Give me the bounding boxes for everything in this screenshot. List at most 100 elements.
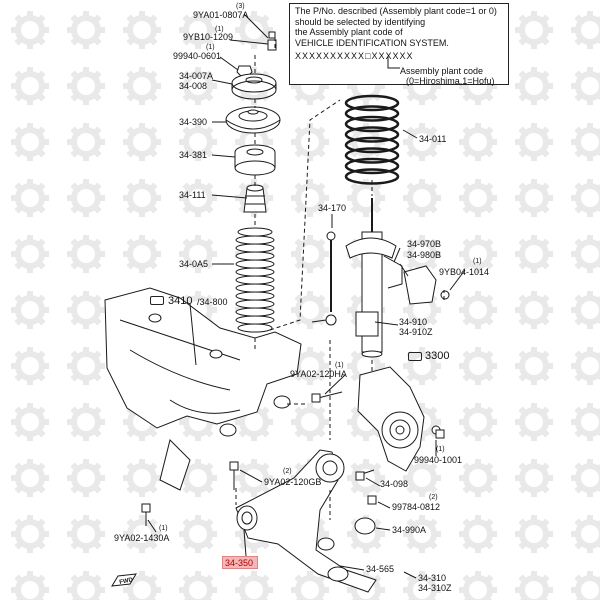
watermark-gear-icon [11,235,49,273]
dust-boot-drawing [235,227,275,333]
knuckle-drawing [357,366,441,472]
qty-mark: (1) [473,258,482,265]
part-label-34-910[interactable]: 34-910 [399,317,428,327]
part-label-34-011[interactable]: 34-011 [419,134,447,144]
watermark-gear-icon [179,67,217,105]
watermark-gear-icon [459,459,497,497]
part-label-99784-0812[interactable]: 99784-0812 [392,502,441,512]
watermark-gear-icon [11,571,49,600]
part-label-34-381[interactable]: 34-381 [179,150,208,160]
part-label-9ya02-120ha[interactable]: 9YA02-120HA [290,369,347,379]
assembly-lines [235,35,445,520]
watermark-gear-icon [11,11,49,49]
leader-lines [147,13,466,579]
watermark-gear-icon [11,459,49,497]
bump-stop-drawing [243,184,267,213]
watermark-gear-icon [179,179,217,217]
watermark-gear-icon [67,11,105,49]
watermark-gear-icon [11,515,49,553]
part-label-9yb10-1209[interactable]: 9YB10-1209 [183,32,234,42]
watermark-gear-icon [179,235,217,273]
part-label-34-800[interactable]: /34-800 [197,297,228,307]
part-label-34-007a[interactable]: 34-007A [179,71,214,81]
watermark-gear-icon [571,459,600,497]
highlighted-part-34-350[interactable]: 34-350 [222,556,258,569]
watermark-gear-icon [11,347,49,385]
upper-mount-drawing [231,73,277,100]
group-label-3300[interactable]: 3300 [425,350,450,362]
part-label-34-910z[interactable]: 34-910Z [399,327,433,337]
watermark-gear-icon [515,515,553,553]
watermark-gear-icon [123,179,161,217]
qty-mark: (1) [206,44,215,51]
watermark-gear-icon [571,403,600,441]
part-label-34-310[interactable]: 34-310 [418,573,447,583]
watermark-gear-icon [11,123,49,161]
watermark-gear-icon [571,235,600,273]
watermark-gear-icon [403,515,441,553]
bracket-drawing [403,265,450,305]
part-label-34-390[interactable]: 34-390 [179,117,208,127]
part-label-9yb04-1014[interactable]: 9YB04-1014 [439,267,490,277]
fwd-label: FWD [119,577,134,586]
watermark-gear-icon [291,235,329,273]
watermark-gear-icon [67,347,105,385]
watermark-gear-icon [67,179,105,217]
part-label-9ya02-1430a[interactable]: 9YA02-1430A [114,533,170,543]
watermark-gear-icon [291,123,329,161]
watermark-gear-icon [67,235,105,273]
part-label-34-008[interactable]: 34-008 [179,81,208,91]
watermark-gear-icon [11,179,49,217]
part-label-34-098[interactable]: 34-098 [380,479,409,489]
watermark-gear-icon [67,123,105,161]
part-label-99940-0601[interactable]: 99940-0601 [173,51,222,61]
watermark-gear-icon [67,291,105,329]
watermark-gear-icon [123,571,161,600]
boot-fold [237,323,273,333]
part-label-34-980b[interactable]: 34-980B [407,250,442,260]
group-ref-icon [150,296,164,305]
plant-code-pointer [387,56,400,69]
boot-fold [235,243,275,253]
shock-absorber-drawing [345,198,403,358]
watermark-gear-icon [123,11,161,49]
vin-pattern: XXXXXXXXXX□XXXXXX [295,51,414,61]
strut-mount-drawing [225,106,281,134]
part-label-99940-1001[interactable]: 99940-1001 [414,455,463,465]
part-label-9ya01-0807a[interactable]: 9YA01-0807A [193,10,249,20]
part-label-34-565[interactable]: 34-565 [366,564,395,574]
crossmember-drawing [104,287,302,491]
watermark-gear-icon [459,179,497,217]
spring-coil [344,136,400,154]
part-label-34-310z[interactable]: 34-310Z [418,583,452,593]
part-label-34-990a[interactable]: 34-990A [392,525,427,535]
part-label-34-170[interactable]: 34-170 [318,203,347,213]
boot-fold [235,275,275,285]
watermark-gear-icon [123,67,161,105]
qty-mark: (1) [159,525,168,532]
part-label-9ya02-120gb[interactable]: 9YA02-120GB [264,477,322,487]
watermark-gear-icon [515,347,553,385]
qty-mark: (3) [236,3,245,10]
note-line-3: the Assembly plant code of [295,27,403,37]
boot-fold [235,251,275,261]
part-label-34-111[interactable]: 34-111 [179,190,206,200]
watermark-gear-icon [571,67,600,105]
top-nut-drawing [236,31,277,77]
watermark-gear-icon [459,235,497,273]
part-label-34-0a5[interactable]: 34-0A5 [179,259,209,269]
group-label-3410[interactable]: 3410 [168,295,193,307]
watermark-gear-icon [571,571,600,600]
watermark-gear-icon [403,235,441,273]
spring-coil [344,147,400,164]
watermark-gear-icon [11,291,49,329]
boot-fold [235,283,275,293]
boot-fold [235,235,275,245]
watermark-gear-icon [235,571,273,600]
plant-code-values: (0=Hiroshima,1=Hofu) [406,76,495,86]
note-line-1: The P/No. described (Assembly plant code… [295,6,497,16]
part-label-34-970b[interactable]: 34-970B [407,239,442,249]
spring-coil [344,126,400,143]
watermark-gear-icon [571,179,600,217]
boot-fold [235,307,275,317]
